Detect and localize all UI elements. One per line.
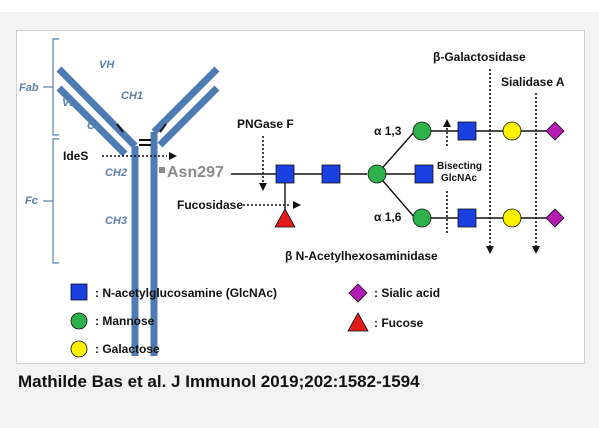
pngase-arrow-icon xyxy=(259,183,267,191)
legend-fucose-icon xyxy=(347,312,369,332)
fucosidase-arrow-icon xyxy=(293,201,301,209)
fc-bracket xyxy=(43,138,59,264)
legend-fucose-label: : Fucose xyxy=(374,316,424,330)
legend-sialic-label: : Sialic acid xyxy=(374,286,440,300)
citation-text: Mathilde Bas et al. J Immunol 2019;202:1… xyxy=(18,372,420,391)
mannose-a16-icon xyxy=(412,208,432,228)
legend-glcnac-icon xyxy=(70,283,88,301)
ch3-label: CH3 xyxy=(105,215,127,227)
a16-label: α 1,6 xyxy=(374,210,402,224)
mannose-core-icon xyxy=(367,164,387,184)
pngase-label: PNGase F xyxy=(237,117,294,131)
legend-mannose-label: : Mannose xyxy=(95,314,155,328)
fucose-core-icon xyxy=(274,208,296,228)
galactosidase-arrow-icon xyxy=(486,246,494,254)
legend-mannose-icon xyxy=(70,312,88,330)
ides-arrow-icon xyxy=(169,152,177,160)
hexosaminidase-label: β N-Acetylhexosaminidase xyxy=(285,249,438,263)
galactosidase-label: β-Galactosidase xyxy=(433,50,526,64)
antibody xyxy=(56,66,220,356)
a13-label: α 1,3 xyxy=(374,124,402,138)
sialidase-arrow-icon xyxy=(532,246,540,254)
legend-galactose-label: : Galactose xyxy=(95,342,160,356)
vh-label: VH xyxy=(99,59,115,71)
glcnac-a16-icon xyxy=(457,208,477,228)
galactose-a13-icon xyxy=(502,121,522,141)
ch2-label: CH2 xyxy=(105,167,127,179)
fab-label: Fab xyxy=(19,82,39,94)
sialic-a13-icon xyxy=(545,121,565,141)
hexosaminidase-up-arrow-icon xyxy=(443,119,451,127)
sialidase-label: Sialidase A xyxy=(501,75,565,89)
galactose-a16-icon xyxy=(502,208,522,228)
sialic-a16-icon xyxy=(545,208,565,228)
glcnac-core-2-icon xyxy=(321,164,341,184)
bisecting-label-2: GlcNAc xyxy=(441,173,478,184)
fucosidase-label: Fucosidase xyxy=(177,198,243,212)
diagram-panel: Fab Fc VH VL CH1 CL CH2 CH3 IdeS Asn297 … xyxy=(16,30,585,364)
legend-glcnac-label: : N-acetylglucosamine (GlcNAc) xyxy=(95,286,277,300)
legend-galactose-icon xyxy=(70,340,88,358)
fab-bracket xyxy=(43,38,59,136)
legend-sialic-icon xyxy=(348,283,368,303)
glcnac-core-1-icon xyxy=(275,164,295,184)
top-bar xyxy=(0,0,599,12)
glycan-diagram: Fab Fc VH VL CH1 CL CH2 CH3 IdeS Asn297 … xyxy=(19,38,565,358)
ch1-label: CH1 xyxy=(121,90,143,102)
fc-label: Fc xyxy=(25,195,38,207)
cl-label: CL xyxy=(87,120,102,132)
ides-label: IdeS xyxy=(63,149,88,163)
mannose-a13-icon xyxy=(412,121,432,141)
bisecting-label-1: Bisecting xyxy=(437,161,482,172)
asn297-label: Asn297 xyxy=(167,164,224,181)
glcnac-a13-icon xyxy=(457,121,477,141)
legend: : N-acetylglucosamine (GlcNAc) : Mannose… xyxy=(70,283,440,358)
vl-label: VL xyxy=(62,97,76,109)
glcnac-bisecting-icon xyxy=(414,164,434,184)
